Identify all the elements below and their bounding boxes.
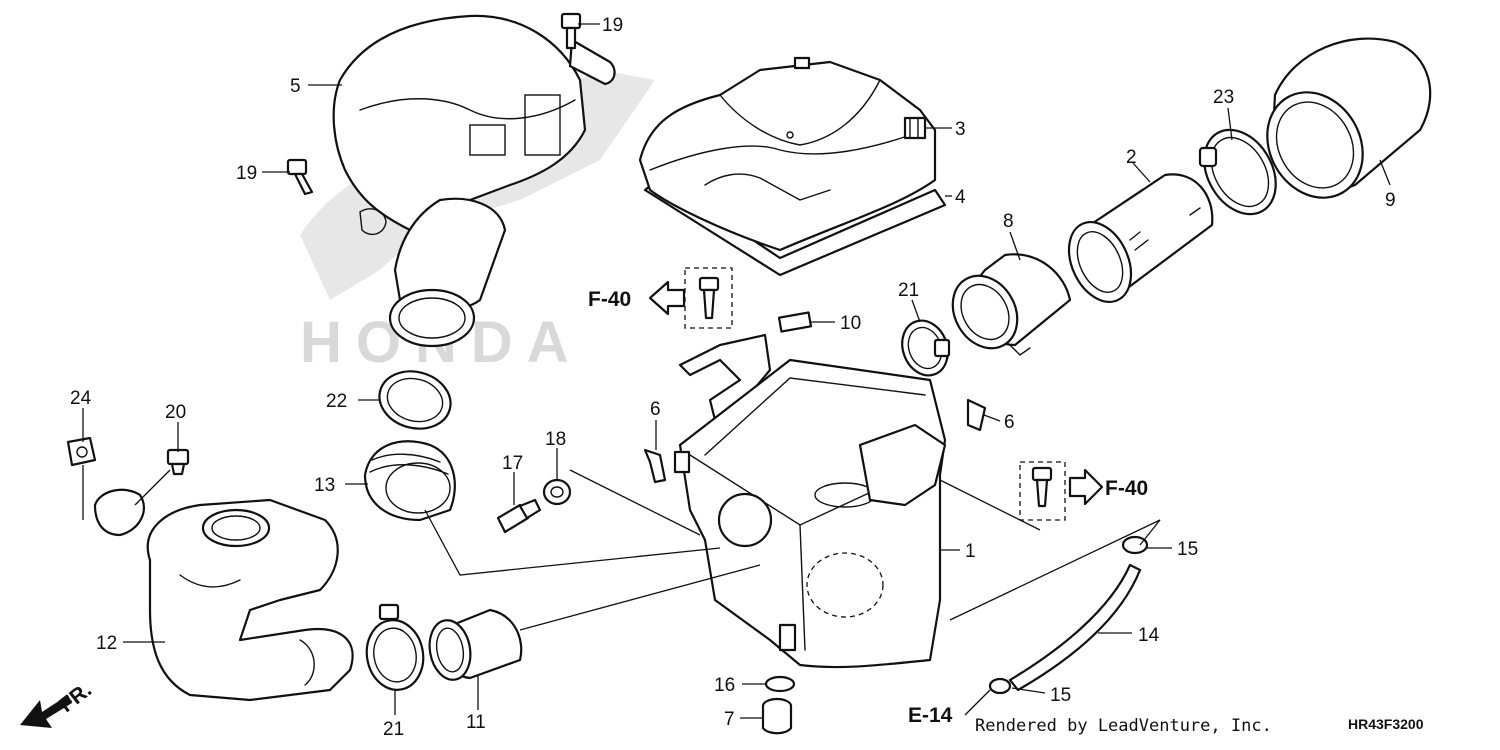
part-3-clip [903, 116, 927, 140]
part-1-air-cleaner-case [673, 358, 947, 669]
callout-4: 4 [955, 187, 966, 208]
part-7-plug [761, 697, 793, 735]
callout-1: 1 [965, 541, 976, 562]
part-4-air-cleaner-lid [638, 56, 947, 277]
duct-mount-tab [93, 488, 146, 537]
part-5-air-duct-cover [332, 14, 616, 348]
callout-20: 20 [165, 402, 186, 423]
part-23-band [1198, 128, 1277, 216]
part-13-tube [363, 440, 456, 522]
part-14-drain-tube [1008, 563, 1142, 692]
callout-19-left: 19 [236, 163, 257, 184]
callout-15-lower: 15 [1050, 685, 1071, 706]
part-6-clip-left [643, 448, 667, 484]
callout-10: 10 [840, 313, 861, 334]
part-16-clip [764, 675, 796, 693]
part-22-band [378, 370, 452, 430]
part-15-clip-upper [1121, 535, 1149, 555]
callout-7: 7 [724, 709, 735, 730]
ref-f40-left: F-40 [588, 288, 631, 311]
callout-6-left: 6 [650, 399, 661, 420]
part-20-bolt [166, 448, 190, 476]
callout-15-upper: 15 [1177, 539, 1198, 560]
part-2-filter-element [1067, 173, 1214, 303]
callout-23: 23 [1213, 87, 1234, 108]
clip-f40-right [1019, 461, 1066, 521]
part-11-joint [428, 608, 523, 681]
part-6-clip-right [966, 398, 987, 432]
callout-19-top: 19 [602, 15, 623, 36]
part-10-pad [777, 311, 813, 333]
callout-5: 5 [290, 76, 301, 97]
ref-f40-right: F-40 [1105, 477, 1148, 500]
callout-24: 24 [70, 388, 92, 409]
part-8-joint [951, 253, 1072, 356]
callout-22: 22 [326, 391, 347, 412]
part-21-band-upper [901, 319, 951, 377]
callout-8: 8 [1003, 211, 1014, 232]
part-21-band-lower [365, 603, 425, 691]
credit-text: Rendered by LeadVenture, Inc. [975, 716, 1272, 736]
part-18-grommet [542, 478, 572, 506]
callout-9: 9 [1385, 190, 1396, 211]
callout-12: 12 [96, 633, 117, 654]
callout-14: 14 [1138, 625, 1160, 646]
callout-16: 16 [714, 675, 735, 696]
callout-11: 11 [466, 712, 486, 733]
callout-17: 17 [502, 453, 523, 474]
ref-e14: E-14 [908, 704, 953, 727]
callout-21-lower: 21 [383, 719, 404, 740]
clip-f40-left [684, 267, 733, 329]
part-9-filter-cover [1266, 37, 1432, 199]
part-12-intake-duct [146, 498, 354, 702]
callout-3: 3 [955, 119, 966, 140]
arrow-front [20, 695, 72, 728]
callout-21-upper: 21 [898, 280, 919, 301]
callouts: 19 5 19 3 4 23 9 2 8 21 10 6 6 1 22 13 1… [70, 15, 1396, 740]
callout-6-right: 6 [1004, 412, 1015, 433]
part-17-sensor [496, 498, 542, 534]
arrow-f40-left [648, 280, 686, 316]
ref-front: FR. [55, 678, 96, 717]
part-24-clamp [66, 436, 97, 467]
callout-18: 18 [545, 429, 566, 450]
drawing-code: HR43F3200 [1348, 716, 1424, 732]
callout-13: 13 [314, 475, 335, 496]
part-15-clip-lower [988, 677, 1012, 695]
leader-lines [82, 23, 1391, 719]
part-19-bolt-top [560, 12, 582, 50]
arrow-f40-right [1068, 468, 1104, 506]
callout-2: 2 [1126, 147, 1137, 168]
part-19-bolt-left [286, 158, 314, 196]
